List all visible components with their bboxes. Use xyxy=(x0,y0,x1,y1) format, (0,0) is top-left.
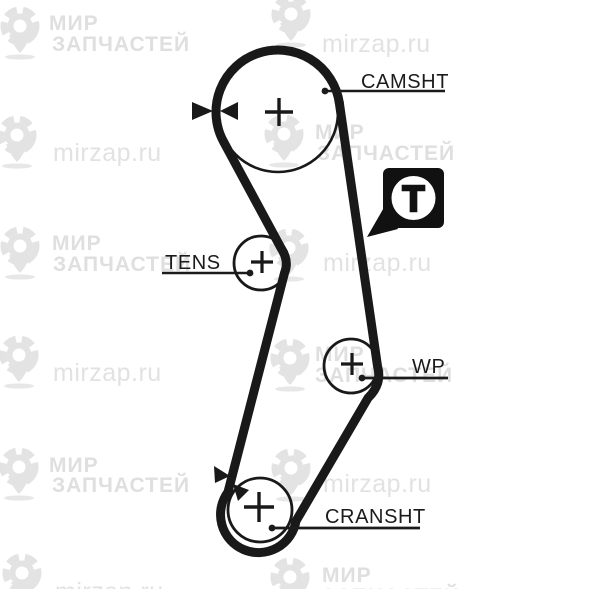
watermark-logo-icon xyxy=(269,556,311,589)
water-pump-label: WP xyxy=(412,356,445,378)
crankshaft-label: CRANSHT xyxy=(325,506,426,528)
cam-alignment-arrow-left xyxy=(192,102,213,120)
watermark-brand-text: ЗАПЧАСТЕЙ xyxy=(52,473,190,497)
watermark-logo-icon xyxy=(0,334,40,388)
watermark-domain-text: mirzap.ru xyxy=(323,470,432,498)
watermark-brand-text: ЗАПЧАСТЕЙ xyxy=(52,32,190,56)
timing-mark-icon: T xyxy=(367,168,444,237)
watermark-logo-icon xyxy=(263,113,305,167)
watermark-brand-text: ЗАПЧАСТЕЙ xyxy=(315,363,453,387)
timing-mark-circle xyxy=(391,176,436,220)
leader-lines xyxy=(162,87,448,532)
watermark-brand-text: МИР xyxy=(49,454,99,477)
alignment-marks xyxy=(192,102,249,501)
camshaft-leader-dot xyxy=(321,87,329,95)
crankshaft-pulley xyxy=(226,476,294,544)
tensioner-label: TENS xyxy=(165,252,221,274)
crank-alignment-arrow-upper xyxy=(214,466,230,483)
watermark-domain-text: mirzap.ru xyxy=(322,30,431,58)
tensioner-center-mark xyxy=(251,251,273,273)
watermark-brand-text: МИР xyxy=(322,564,372,587)
crankshaft-center-mark xyxy=(244,492,274,522)
water-pump-leader-dot xyxy=(358,374,366,382)
watermark-logo-icon xyxy=(269,337,311,391)
watermark-logo-icon xyxy=(0,5,41,59)
watermark-layer: МИР ЗАПЧАСТЕЙ mirzap.ru МИР ЗАПЧАСТЕЙ mi… xyxy=(0,0,460,589)
watermark-brand-text: ЗАПЧАСТЕЙ xyxy=(317,141,455,165)
timing-belt xyxy=(216,98,384,558)
crank-alignment-arrow-lower xyxy=(233,484,249,501)
water-pump-center-mark xyxy=(341,353,363,375)
camshaft-center-mark xyxy=(265,98,293,126)
watermark-logo-icon xyxy=(0,114,38,168)
watermark-logo-icon xyxy=(0,225,41,279)
timing-mark-callout-tail xyxy=(367,204,398,237)
watermark-logo-icon xyxy=(0,446,40,500)
watermark-brand-text: МИР xyxy=(52,232,102,255)
camshaft-label: CAMSHT xyxy=(361,71,449,93)
watermark-logo-icon xyxy=(270,0,312,48)
watermark-domain-text: mirzap.ru xyxy=(53,139,162,167)
watermark-logo-icon xyxy=(270,447,312,501)
watermark-domain-text: mirzap.ru xyxy=(55,578,164,589)
watermark-brand-text: МИР xyxy=(49,12,99,35)
watermark-domain-text: mirzap.ru xyxy=(53,359,162,387)
tensioner-leader-dot xyxy=(246,269,254,277)
cam-alignment-arrow-right xyxy=(220,102,238,120)
belt-routing xyxy=(211,45,384,558)
timing-belt-cam-wrap xyxy=(211,45,344,147)
crankshaft-leader-dot xyxy=(268,524,276,532)
watermark-logo-icon xyxy=(1,552,43,589)
timing-mark-letter: T xyxy=(403,178,425,219)
watermark-domain-text: mirzap.ru xyxy=(323,249,432,277)
watermark-brand-text: ЗАПЧАСТЕЙ xyxy=(322,584,460,589)
